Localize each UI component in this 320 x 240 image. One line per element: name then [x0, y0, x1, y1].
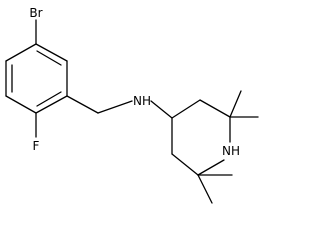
bond-ring-ch2: [66, 95, 99, 114]
bond-ch2-nh: [97, 100, 133, 114]
chemical-structure-diagram: Br F NH NH: [5, 6, 259, 204]
piperidine-nh-label: NH: [222, 144, 240, 158]
ring-bond-c3-c4: [35, 95, 68, 114]
ring-double-bond-1: [36, 50, 62, 66]
methyl-bond-c6-down: [197, 174, 213, 204]
ring-bond-c1-c2: [35, 43, 68, 62]
fluorine-label: F: [33, 139, 40, 153]
pip-bond-c3-c2: [199, 99, 231, 118]
ring-double-bond-2: [36, 91, 62, 107]
pip-bond-c4-c3: [171, 99, 201, 119]
bond-nh-c4: [150, 100, 173, 119]
methyl-bond-c2-up: [229, 90, 242, 118]
piperidine-ring: [171, 99, 231, 176]
ring-bond-c6-c1: [5, 43, 37, 62]
bromine-label: Br: [29, 6, 42, 20]
pip-bond-c6-c5: [171, 153, 199, 176]
benzene-ring: [5, 43, 68, 114]
amine-nh-label: NH: [133, 94, 151, 108]
pip-bond-n1-c6: [197, 159, 225, 176]
ring-bond-c4-c5: [5, 95, 37, 114]
